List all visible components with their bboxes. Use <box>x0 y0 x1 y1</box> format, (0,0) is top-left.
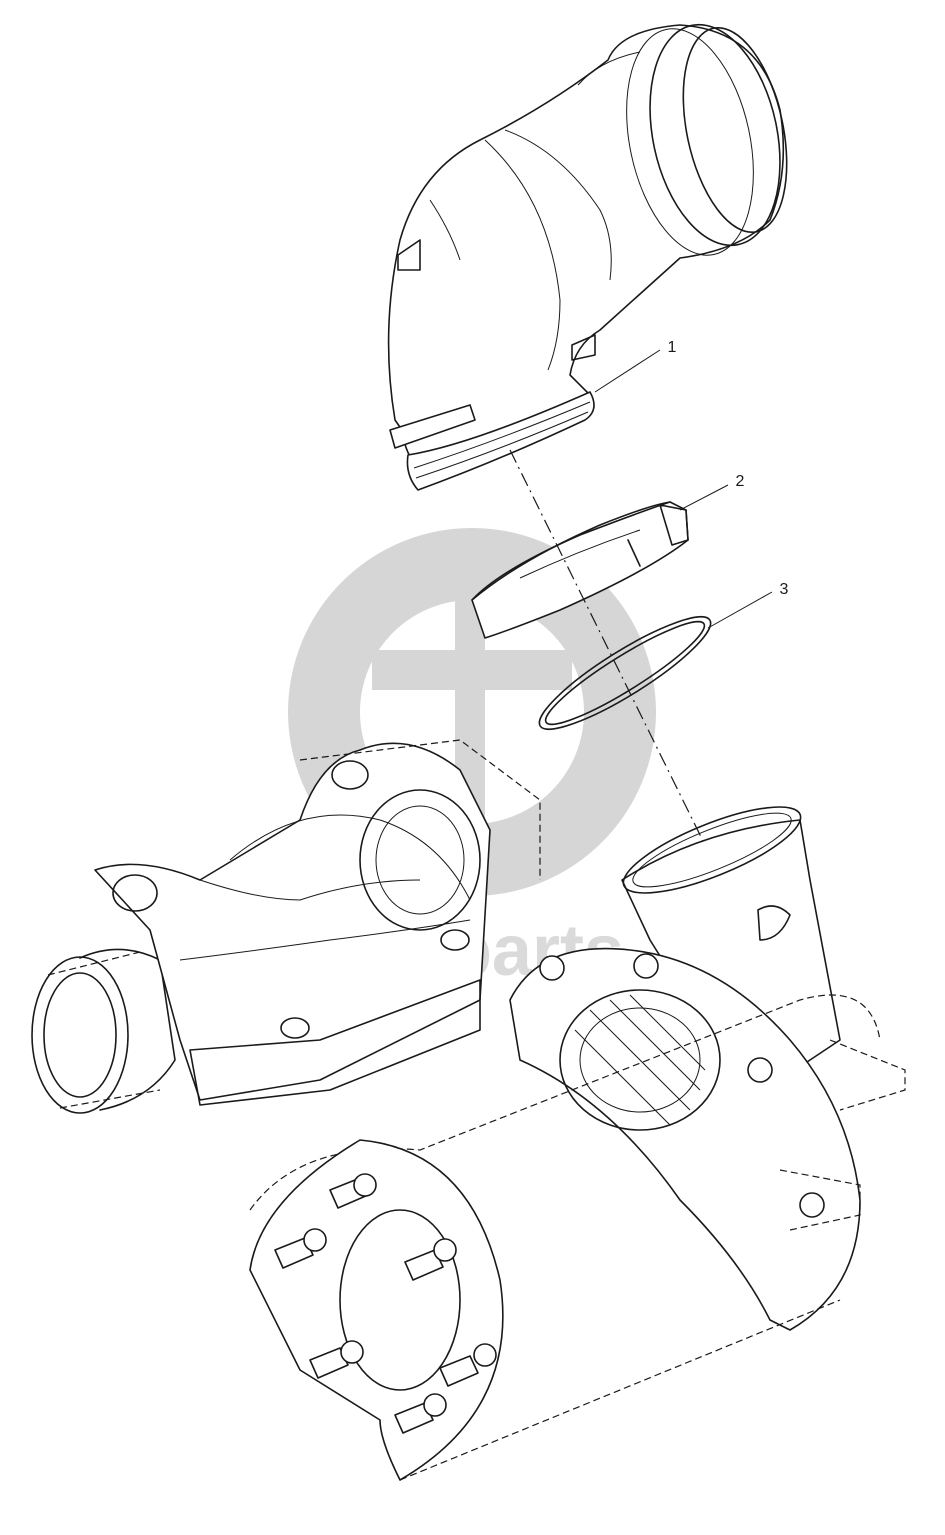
callout-2: 2 <box>679 473 745 511</box>
cylinder-body <box>249 994 881 1481</box>
part-1-elbow-pipe <box>387 23 788 491</box>
assembly-centerline <box>509 449 706 846</box>
manifold-housing <box>31 739 541 1114</box>
part-3-seal-ring <box>538 616 712 730</box>
callout-label-2: 2 <box>736 473 745 490</box>
part-2-clamp-ring <box>471 501 689 639</box>
callout-1: 1 <box>594 339 677 393</box>
turbo-housing <box>509 806 906 1331</box>
callout-label-3: 3 <box>780 581 789 598</box>
mounting-studs <box>274 1173 497 1434</box>
callout-label-1: 1 <box>668 339 677 356</box>
callout-3: 3 <box>707 581 789 629</box>
